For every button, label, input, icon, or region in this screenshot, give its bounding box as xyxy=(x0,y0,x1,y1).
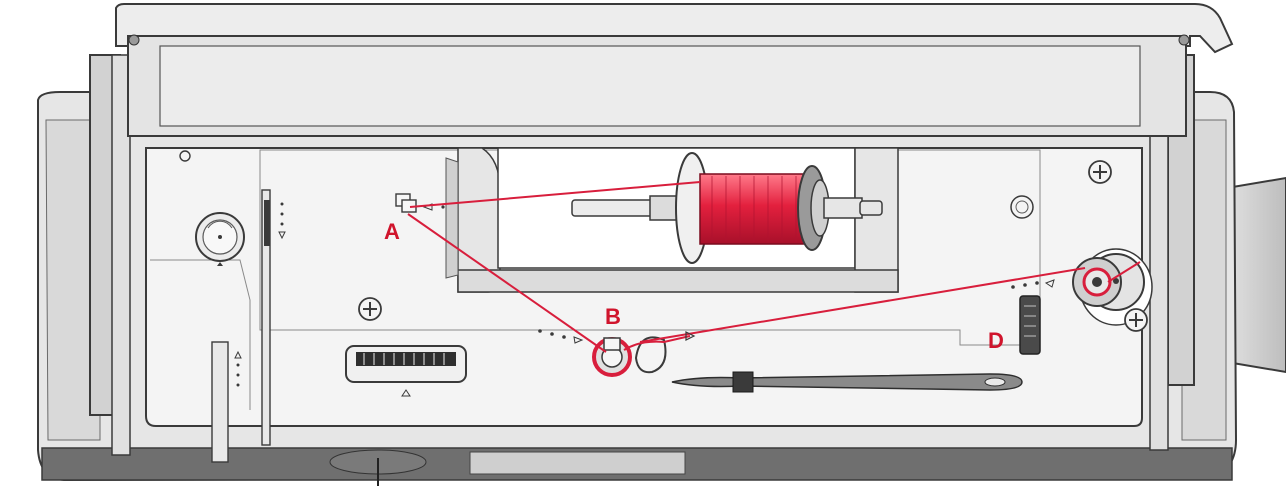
stylus-tool-icon[interactable] xyxy=(671,371,1023,393)
callout-b: B xyxy=(605,304,621,329)
thread-direction-arrow xyxy=(685,331,696,341)
bobbin-winder-icon[interactable] xyxy=(1072,248,1153,326)
bottom-strip xyxy=(41,447,1233,486)
callout-d: D xyxy=(988,328,1004,353)
thread-guide-a-icon[interactable] xyxy=(395,193,445,213)
thread-cutter-d-icon[interactable] xyxy=(1011,279,1055,355)
tension-dial-icon[interactable] xyxy=(195,212,245,266)
open-lid[interactable] xyxy=(115,3,1234,137)
stitch-length-wheel[interactable] xyxy=(345,345,467,397)
screw-icon xyxy=(179,150,1148,332)
tension-lever[interactable] xyxy=(261,189,286,446)
thread-path xyxy=(407,181,1141,353)
pretension-disc-b-icon[interactable] xyxy=(538,329,667,377)
take-up-lever[interactable] xyxy=(211,341,242,463)
spool-pin-icon[interactable] xyxy=(571,195,693,221)
thread-spool-icon[interactable] xyxy=(675,152,883,264)
callout-a: A xyxy=(384,219,400,244)
left-rail xyxy=(89,54,131,456)
